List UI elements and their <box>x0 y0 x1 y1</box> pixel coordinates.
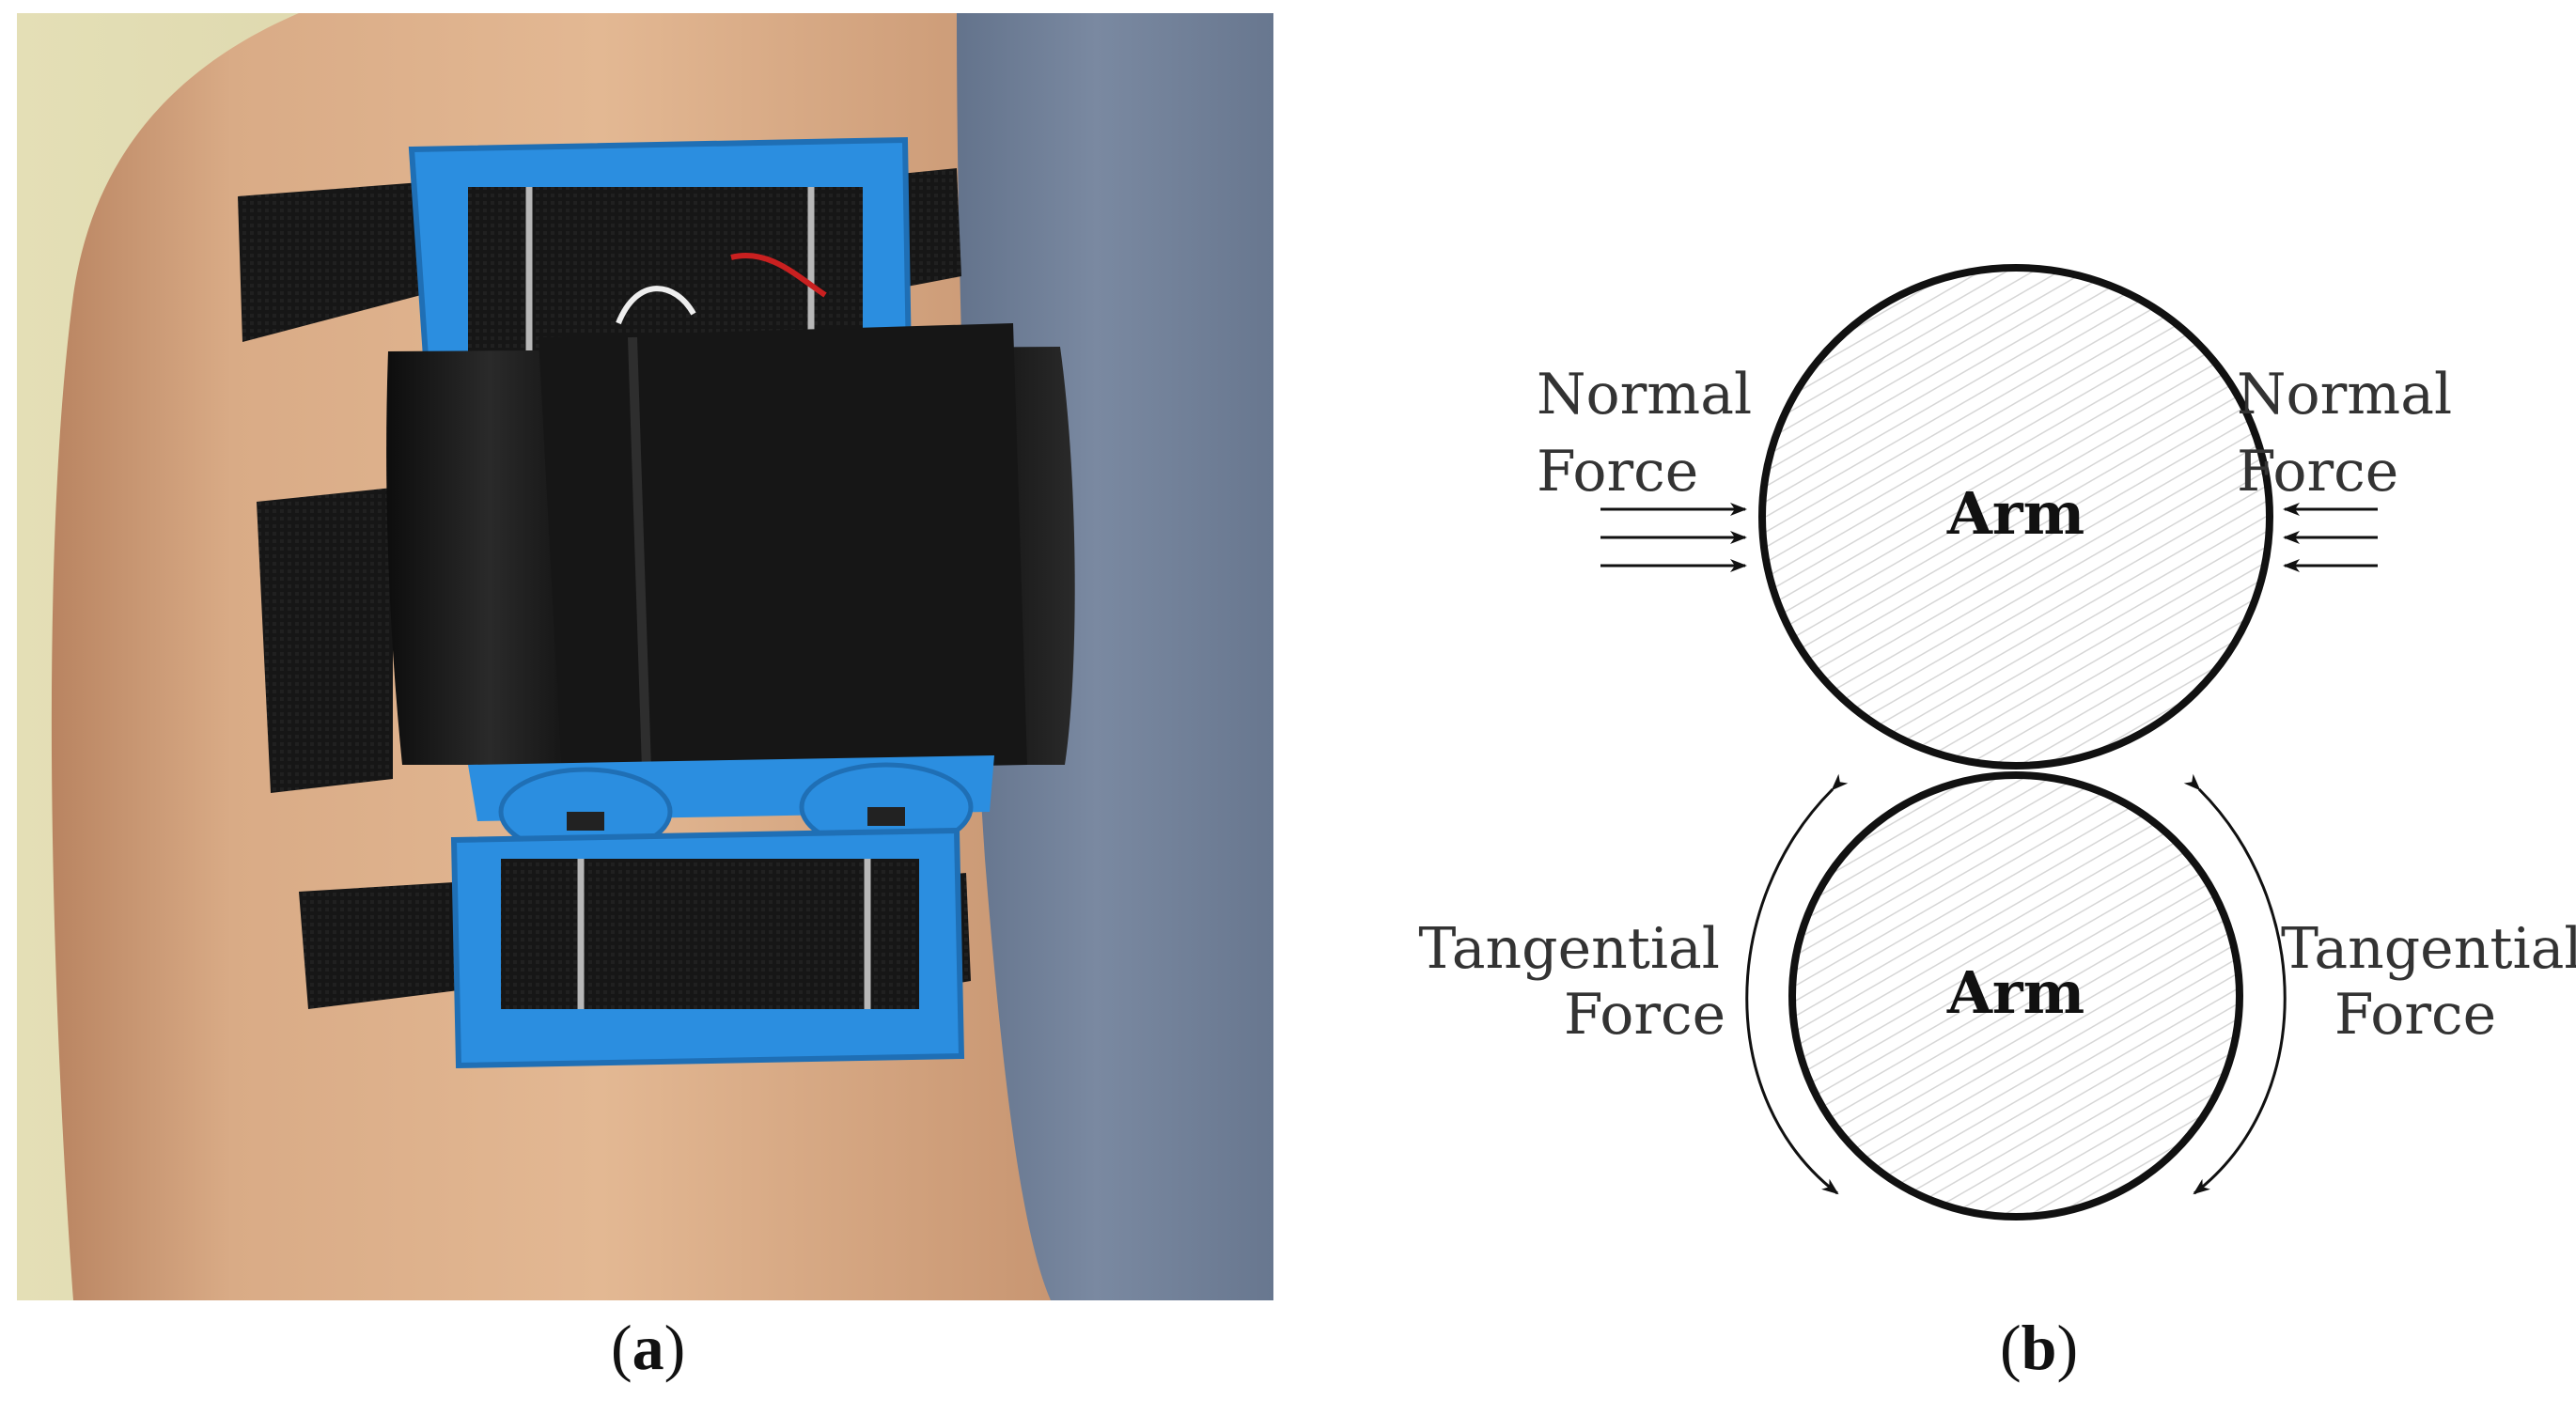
armband-photo <box>17 13 1273 1300</box>
caption-b-letter: b <box>2021 1312 2057 1383</box>
wire-red <box>730 253 827 298</box>
arm-label-bottom: Arm <box>1946 958 2084 1027</box>
sensor-chip-left <box>567 812 604 831</box>
middle-strap-left <box>257 488 393 793</box>
arm-label-top: Arm <box>1946 479 2084 548</box>
sensor-housing-front <box>539 323 1027 774</box>
tangential-force-left-arrow <box>1745 773 1849 1195</box>
tangential-force-left-label-line2: Force <box>1564 982 1725 1048</box>
caption-b-close: ) <box>2056 1312 2079 1383</box>
tangential-force-right-arrow <box>2183 773 2287 1195</box>
normal-force-right-label-line2: Force <box>2237 439 2398 505</box>
arm-circle-top <box>1758 264 2273 770</box>
tangential-force-left-label-line1: Tangential <box>1418 916 1720 982</box>
normal-force-diagram: Arm Normal Force Normal Force <box>1537 264 2452 770</box>
normal-force-left-label-line1: Normal <box>1537 362 1752 428</box>
caption-a-letter: a <box>632 1312 664 1383</box>
force-diagram-drawing: Arm Normal Force Normal Force Arm Tangen… <box>1418 264 2576 1221</box>
normal-force-left-label-line2: Force <box>1537 439 1698 505</box>
caption-b: (b) <box>2000 1311 2078 1385</box>
frame-bottom-bar <box>501 1009 919 1026</box>
tangential-force-right-label-line2: Force <box>2334 982 2496 1048</box>
upper-strap-left <box>238 182 421 342</box>
caption-a: (a) <box>611 1311 685 1385</box>
tangential-force-right-label-line1: Tangential <box>2281 916 2576 982</box>
wire-white <box>616 286 696 325</box>
lower-strap-left <box>299 882 459 1009</box>
frame-bottom-window <box>501 859 919 1023</box>
caption-b-open: ( <box>2000 1312 2022 1383</box>
normal-force-right-label-line1: Normal <box>2237 362 2452 428</box>
housing-ridge <box>628 336 651 770</box>
armband-photo-drawing <box>17 13 1273 1300</box>
caption-a-open: ( <box>611 1312 632 1383</box>
tangential-force-diagram: Arm Tangential Force Tangential Force <box>1418 771 2576 1221</box>
force-diagram: Arm Normal Force Normal Force Arm Tangen… <box>1358 235 2576 1287</box>
sensor-chip-right <box>867 807 905 826</box>
arm-circle-bottom <box>1788 771 2243 1221</box>
caption-a-close: ) <box>664 1312 686 1383</box>
